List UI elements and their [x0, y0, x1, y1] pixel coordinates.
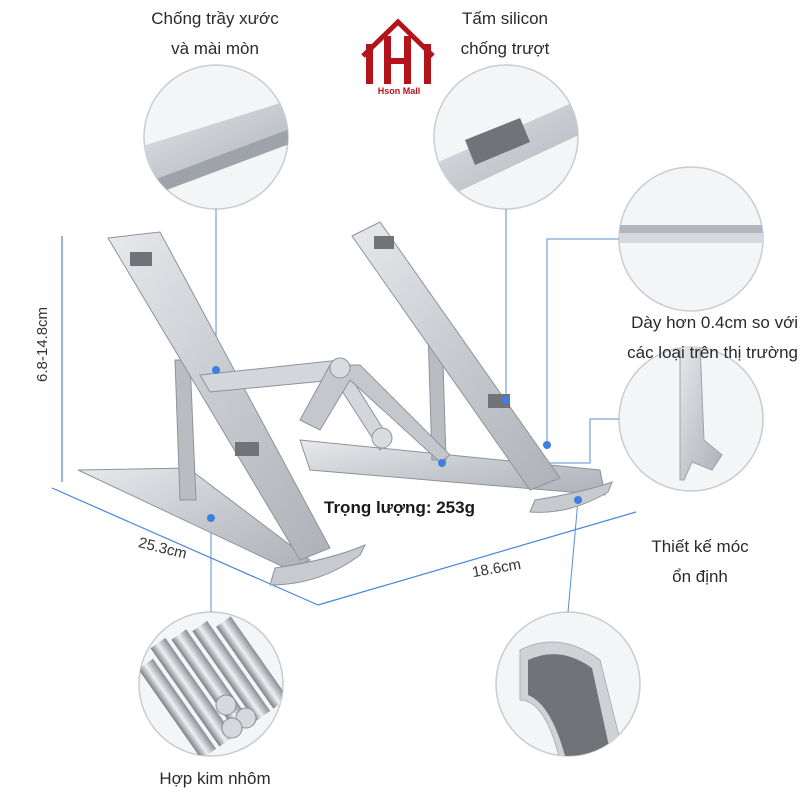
callout-hook-line1: Thiết kế móc [651, 537, 749, 556]
callout-scratch-line2: và mài mòn [171, 39, 259, 58]
dimension-height: 6.8-14.8cm [34, 306, 51, 382]
callout-thickness-line1: Dày hơn 0.4cm so với [631, 313, 798, 332]
callout-alloy: Hợp kim nhôm [140, 764, 290, 794]
brand-name: Hson Mall [377, 86, 421, 96]
scratch-detail-circle [143, 64, 289, 210]
brand-logo [361, 18, 435, 84]
callout-thickness-line2: các loại trên thị trường [627, 343, 798, 362]
callout-hook-line2: ổn định [672, 567, 728, 586]
callout-silicon: Tấm silicon chống trượt [440, 4, 570, 64]
callout-alloy-line1: Hợp kim nhôm [159, 769, 271, 788]
callout-silicon-line2: chống trượt [460, 39, 550, 58]
dimension-lines [51, 236, 637, 606]
laptop-stand [77, 221, 613, 586]
callout-scratch: Chống trầy xước và mài mòn [140, 4, 290, 64]
callout-scratch-line1: Chống trầy xước [151, 9, 279, 28]
callout-silicon-line1: Tấm silicon [462, 9, 548, 28]
thickness-detail-circle [618, 166, 764, 312]
callout-thickness: Dày hơn 0.4cm so với các loại trên thị t… [588, 308, 798, 368]
callout-hook: Thiết kế móc ổn định [630, 532, 770, 592]
alloy-detail-circle [138, 611, 284, 757]
marker-dots [207, 366, 582, 522]
hook-closeup-circle [495, 611, 641, 757]
silicon-detail-circle [433, 64, 579, 210]
hook-detail-circle [618, 346, 764, 492]
weight-label: Trọng lượng: 253g [324, 498, 475, 517]
